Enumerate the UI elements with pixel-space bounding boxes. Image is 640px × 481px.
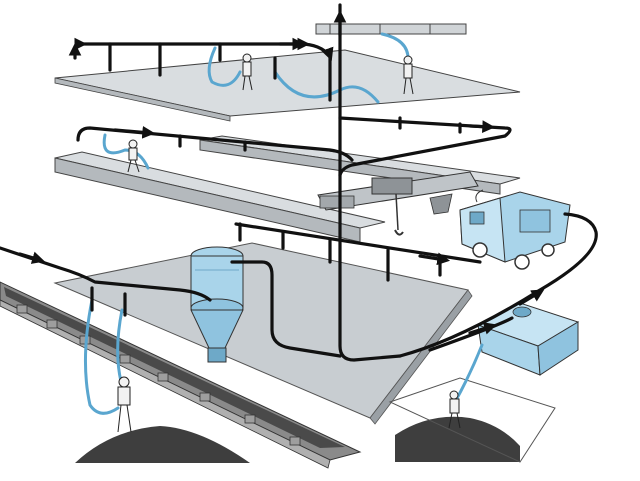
duct-truck-arrow (518, 289, 545, 306)
duct-top-deck (68, 37, 334, 102)
debris-pile-left (75, 426, 250, 463)
overhead-crane (317, 171, 479, 236)
pit-right-outline (388, 377, 556, 463)
vacuum-truck (459, 189, 571, 270)
conveyor-trough (0, 281, 362, 469)
upper-deck-side (54, 77, 231, 122)
crane-girder-level (54, 135, 521, 243)
duct-mid-right (338, 116, 512, 177)
main-riser (338, 3, 402, 362)
duct-ground-arrow (18, 251, 45, 264)
worker-ground-left (117, 376, 132, 433)
worker-ground-right (448, 390, 461, 429)
upper-deck (54, 23, 521, 122)
duct-mid-arrow-a (113, 125, 156, 139)
hose-girder (102, 133, 150, 170)
duct-mid-level (76, 126, 354, 162)
cyclone-separator (190, 246, 244, 363)
debris-pile-right (395, 416, 520, 462)
worker-upper-deck-right (403, 55, 414, 95)
duct-network (0, 3, 598, 362)
debris-piles (75, 377, 556, 463)
duct-ground-left (0, 246, 212, 302)
duct-collector-arrow (468, 322, 497, 335)
vacuum-collector-box (476, 302, 580, 376)
girder-front-side (54, 157, 361, 243)
floor-slab-top (53, 242, 469, 419)
upper-deck-top (54, 49, 521, 117)
duct-mid-arrow-b (468, 120, 496, 134)
conveyor-debris (4, 287, 345, 448)
worker-upper-deck-left (242, 53, 253, 91)
duct-cyclone-outlet (230, 260, 342, 358)
hose-lower-left (83, 298, 120, 415)
hose-lower-right (453, 343, 484, 404)
workers (117, 53, 461, 433)
ceiling-beam (315, 23, 467, 35)
duct-lower-arrow (418, 252, 451, 266)
duct-truck-feed (398, 212, 598, 358)
worker-girder (127, 139, 140, 173)
floor-slab-edge (369, 289, 473, 425)
